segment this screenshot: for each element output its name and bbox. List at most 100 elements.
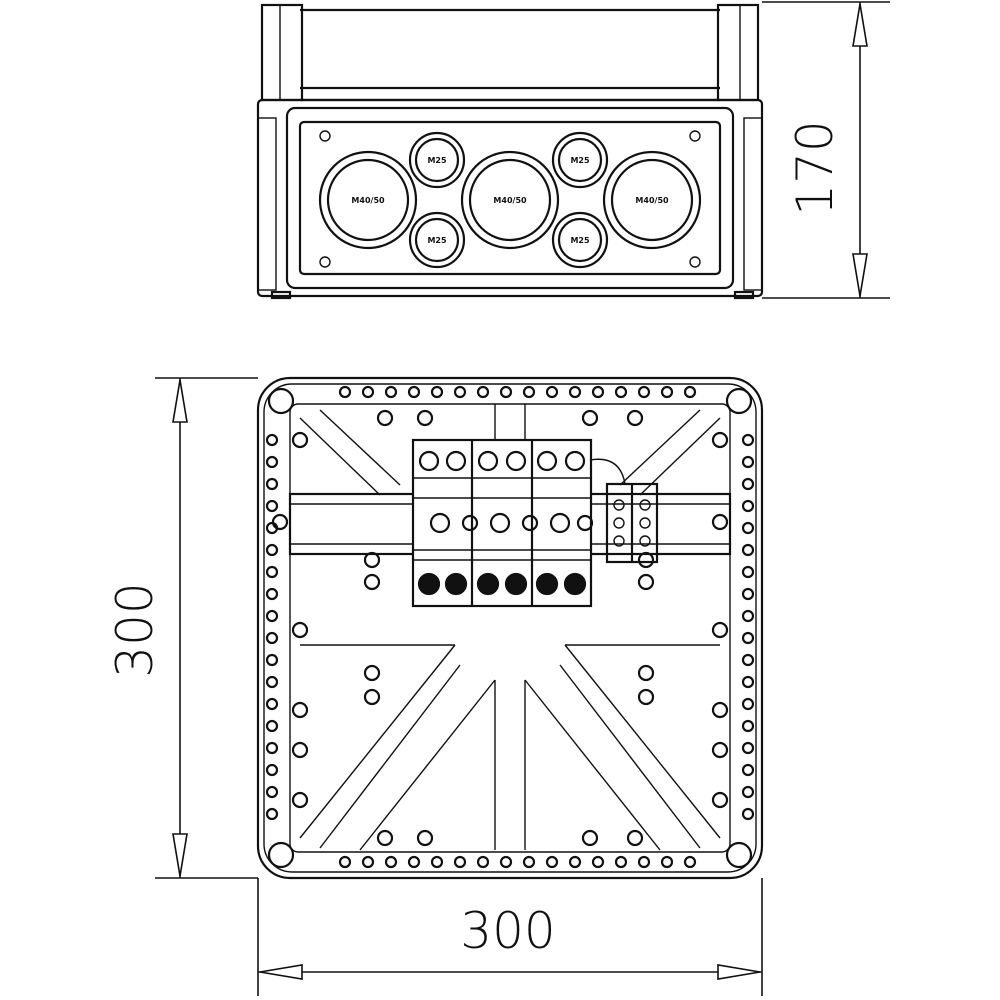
perimeter-screw-icon bbox=[291, 791, 309, 809]
perimeter-screw-icon bbox=[407, 385, 421, 399]
perimeter-screw-icon bbox=[683, 385, 697, 399]
gland-label: M25 bbox=[570, 236, 590, 245]
perimeter-screw-icon bbox=[660, 385, 674, 399]
perimeter-screw-icon bbox=[376, 829, 394, 847]
side-ledge-right bbox=[743, 117, 763, 291]
perimeter-screw-icon bbox=[265, 521, 279, 535]
perimeter-screw-icon bbox=[265, 763, 279, 777]
terminal-block bbox=[589, 458, 659, 564]
perimeter-screw-icon bbox=[741, 455, 755, 469]
gland-large-3: M40/50 bbox=[602, 150, 702, 250]
perimeter-screw-icon bbox=[265, 741, 279, 755]
gland-large-1: M40/50 bbox=[318, 150, 418, 250]
corner-screws bbox=[267, 387, 753, 869]
perimeter-screw-icon bbox=[265, 455, 279, 469]
perimeter-screw-icon bbox=[741, 741, 755, 755]
perimeter-screw-icon bbox=[291, 431, 309, 449]
gland-plate-outer bbox=[285, 106, 735, 290]
perimeter-screw-icon bbox=[384, 855, 398, 869]
perimeter-screw-icon bbox=[741, 719, 755, 733]
perimeter-screw-icon bbox=[568, 385, 582, 399]
perimeter-screw-icon bbox=[741, 785, 755, 799]
gland-label: M25 bbox=[570, 156, 590, 165]
perimeter-screw-icon bbox=[265, 543, 279, 557]
plate-screw-icon bbox=[319, 256, 331, 268]
dimension-label-300-vertical: 300 bbox=[106, 582, 164, 677]
perimeter-screw-icon bbox=[545, 855, 559, 869]
dimension-300-horizontal: 300 bbox=[257, 878, 763, 996]
perimeter-screw-icon bbox=[581, 829, 599, 847]
perimeter-screw-icon bbox=[741, 675, 755, 689]
perimeter-screw-icon bbox=[741, 763, 755, 777]
perimeter-screw-icon bbox=[568, 855, 582, 869]
perimeter-screw-icon bbox=[741, 521, 755, 535]
perimeter-screw-icon bbox=[338, 385, 352, 399]
perimeter-screw-icon bbox=[711, 741, 729, 759]
perimeter-screw-icon bbox=[265, 631, 279, 645]
perimeter-screw-icon bbox=[291, 621, 309, 639]
corner-screw-icon bbox=[267, 387, 295, 415]
perimeter-screw-icon bbox=[581, 409, 599, 427]
dimension-label-300-horizontal: 300 bbox=[460, 902, 555, 960]
perimeter-screw-icon bbox=[711, 791, 729, 809]
plate-screw-icon bbox=[689, 256, 701, 268]
perimeter-screw-icon bbox=[637, 855, 651, 869]
foot-left bbox=[270, 290, 292, 300]
perimeter-screw-icon bbox=[416, 409, 434, 427]
perimeter-screw-icon bbox=[741, 631, 755, 645]
perimeter-screw-icon bbox=[741, 565, 755, 579]
perimeter-screw-icon bbox=[741, 477, 755, 491]
gland-label: M40/50 bbox=[635, 196, 669, 205]
perimeter-screw-icon bbox=[741, 807, 755, 821]
perimeter-screw-icon bbox=[265, 499, 279, 513]
perimeter-screw-icon bbox=[741, 697, 755, 711]
perimeter-screw-icon bbox=[265, 807, 279, 821]
perimeter-screw-icon bbox=[499, 385, 513, 399]
perimeter-screw-icon bbox=[683, 855, 697, 869]
gland-small-1: M25 bbox=[408, 131, 466, 189]
perimeter-screws bbox=[265, 385, 755, 869]
perimeter-screw-icon bbox=[614, 385, 628, 399]
gland-label: M40/50 bbox=[493, 196, 527, 205]
perimeter-screw-icon bbox=[711, 621, 729, 639]
perimeter-screw-icon bbox=[591, 385, 605, 399]
gland-large-2: M40/50 bbox=[460, 150, 560, 250]
dimension-300-vertical: 300 bbox=[106, 377, 258, 879]
gland-label: M40/50 bbox=[351, 196, 385, 205]
corner-screw-icon bbox=[725, 387, 753, 415]
corner-screw-icon bbox=[267, 841, 295, 869]
perimeter-screw-icon bbox=[361, 385, 375, 399]
perimeter-screw-icon bbox=[453, 385, 467, 399]
enclosure-inner bbox=[289, 403, 731, 853]
perimeter-screw-icon bbox=[711, 701, 729, 719]
perimeter-screw-icon bbox=[741, 433, 755, 447]
mounting-ribs bbox=[299, 404, 721, 851]
perimeter-screw-icon bbox=[265, 433, 279, 447]
breaker-bottom-terminals bbox=[417, 572, 587, 596]
top-view: M40/50 M40/50 M40/50 M25 M25 M25 bbox=[256, 3, 764, 300]
gland-label: M25 bbox=[427, 156, 447, 165]
perimeter-screw-icon bbox=[265, 653, 279, 667]
circuit-breakers bbox=[411, 438, 594, 608]
perimeter-screw-icon bbox=[637, 385, 651, 399]
perimeter-screw-icon bbox=[291, 701, 309, 719]
perimeter-screw-icon bbox=[453, 855, 467, 869]
perimeter-screw-icon bbox=[291, 741, 309, 759]
perimeter-screw-icon bbox=[265, 785, 279, 799]
perimeter-screw-icon bbox=[741, 653, 755, 667]
perimeter-screw-icon bbox=[476, 385, 490, 399]
dimension-label-170: 170 bbox=[786, 120, 844, 215]
front-view bbox=[256, 376, 764, 880]
perimeter-screw-icon bbox=[626, 409, 644, 427]
dimension-170: 170 bbox=[762, 1, 890, 299]
perimeter-screw-icon bbox=[499, 855, 513, 869]
gland-small-3: M25 bbox=[408, 211, 466, 269]
perimeter-screw-icon bbox=[545, 385, 559, 399]
perimeter-screw-icon bbox=[265, 675, 279, 689]
foot-right bbox=[733, 290, 755, 300]
perimeter-screw-icon bbox=[265, 719, 279, 733]
corner-screw-icon bbox=[725, 841, 753, 869]
breaker-top-terminals bbox=[418, 450, 586, 472]
plate-screw-icon bbox=[689, 130, 701, 142]
